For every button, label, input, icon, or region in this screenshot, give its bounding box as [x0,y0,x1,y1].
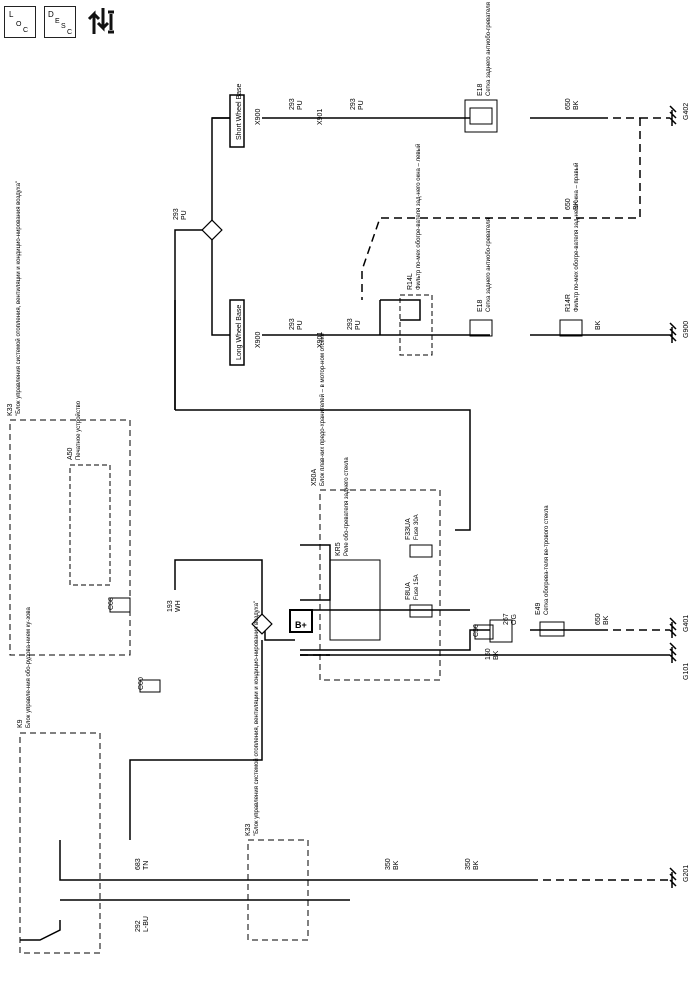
wire-293-trunk [174,117,230,410]
desc-button[interactable]: D E S C [44,6,76,38]
desc-e18-bottom: Сетка заднего антиобо-гревателя [486,218,492,312]
wire-pu-b: PU [358,100,365,110]
desc-k33-bottom: "Блок управления системой отопления, вен… [253,601,260,836]
box-k9 [19,732,101,954]
wire-293-b: 293 [350,98,357,110]
label-a50: A50 [67,447,74,460]
desc-k9: Блок управле-ния обо-рудова-нием ку-зова [26,606,32,728]
box-swb [229,94,245,148]
wire-650-c: 650 [595,613,602,625]
wire-bk-b: BK [573,200,580,210]
wire-bk-d: BK [493,650,500,660]
swap-arrows-wrench-icon[interactable] [86,4,120,38]
label-f8ua: F8UA [405,582,412,600]
conn-c50: C50 [473,624,480,637]
desc-label-es: E [55,18,60,25]
wire-og: OG [511,614,518,625]
conn-x900-top: X900 [255,109,262,125]
ground-g401: G401 [683,615,690,632]
label-bplus: B+ [295,620,307,630]
wire-650-b: 650 [565,198,572,210]
desc-k33-top: "Блок управления системой отопления, вен… [15,181,22,416]
desc-f8ua: Fuse 15A [414,574,420,600]
wire-292: 292 [135,920,142,932]
ground-g900: G900 [683,321,690,338]
conn-c60: C60 [138,677,145,690]
desc-kr5: Реле обо-гревателя заднего стекла [344,457,350,556]
wire-293-d: 293 [289,318,296,330]
conn-x901-bottom: X901 [317,332,324,348]
wire-pu-e: PU [355,320,362,330]
desc-e49: Сетка обогрева-теля ве-трового стекла [544,505,550,615]
wire-pu-d: PU [297,320,304,330]
wire-pu-c: PU [181,210,188,220]
wire-350-b: 350 [465,858,472,870]
wire-bk-e: BK [603,615,610,625]
label-k9: K9 [17,719,24,728]
desc-label-c: C [67,29,73,36]
wire-193: 193 [167,600,174,612]
label-e18-bottom: E18 [477,299,484,312]
conn-x900-bottom: X900 [255,332,262,348]
wire-bk-f: BK [393,860,400,870]
loc-label-o: O [16,21,22,28]
wire-bk-g: BK [473,860,480,870]
wire-150: 150 [485,648,492,660]
wire-bk: BK [573,100,580,110]
label-r14r: R14R [565,294,572,312]
box-kr5 [329,559,381,641]
wire-293-e: 293 [347,318,354,330]
box-x50a [319,489,441,681]
label-r14l: R14L [407,273,414,290]
desc-f33ua: Fuse 30A [414,514,420,540]
desc-r14l: Фильтр по-мех обогре-вателя зад-него окн… [415,144,422,290]
wire-267: 267 [503,613,510,625]
label-e49: E49 [535,602,542,615]
label-swb: Short Wheel Base [236,83,243,140]
conn-x901-top: X901 [317,109,324,125]
desc-r14r: Фильтр по-мех обогре-вателя зад-него окн… [573,163,580,312]
wire-tn: TN [143,861,150,870]
wire-293-c: 293 [173,208,180,220]
ground-g201: G201 [683,865,690,882]
wire-683: 683 [135,858,142,870]
label-kr5: KR5 [335,542,342,556]
wire-wh: WH [175,600,182,612]
desc-label-s: S [61,23,66,30]
desc-x50a: Блок плав-ких предо-хранителей – в мотор… [319,332,326,486]
loc-label-c: C [23,27,29,34]
loc-button[interactable]: L O C [4,6,36,38]
label-e18-top: E18 [477,83,484,96]
ground-g101: G101 [683,663,690,680]
box-lwb [229,299,245,366]
label-k33-bottom: K33 [245,823,252,836]
label-k33-top: K33 [7,403,14,416]
wire-650: 650 [565,98,572,110]
wire-293: 293 [289,98,296,110]
box-k33-top [9,419,131,656]
label-f33ua: F33UA [405,518,412,540]
desc-a50: Печатное устройство [75,400,82,460]
desc-e18-top: Сетка заднего антиобо-гревателя [486,2,492,96]
ground-g402: G402 [683,103,690,120]
label-lwb: Long Wheel Base [236,305,243,360]
wire-350: 350 [385,858,392,870]
wire-lbu: L-BU [143,916,150,932]
wire-bk-c: BK [595,320,602,330]
conn-c68: C68 [108,597,115,610]
wire-pu: PU [297,100,304,110]
loc-label: L [9,10,14,19]
label-x50a: X50A [311,469,318,486]
desc-label-d: D [48,10,54,19]
box-k33-bottom [247,839,309,941]
